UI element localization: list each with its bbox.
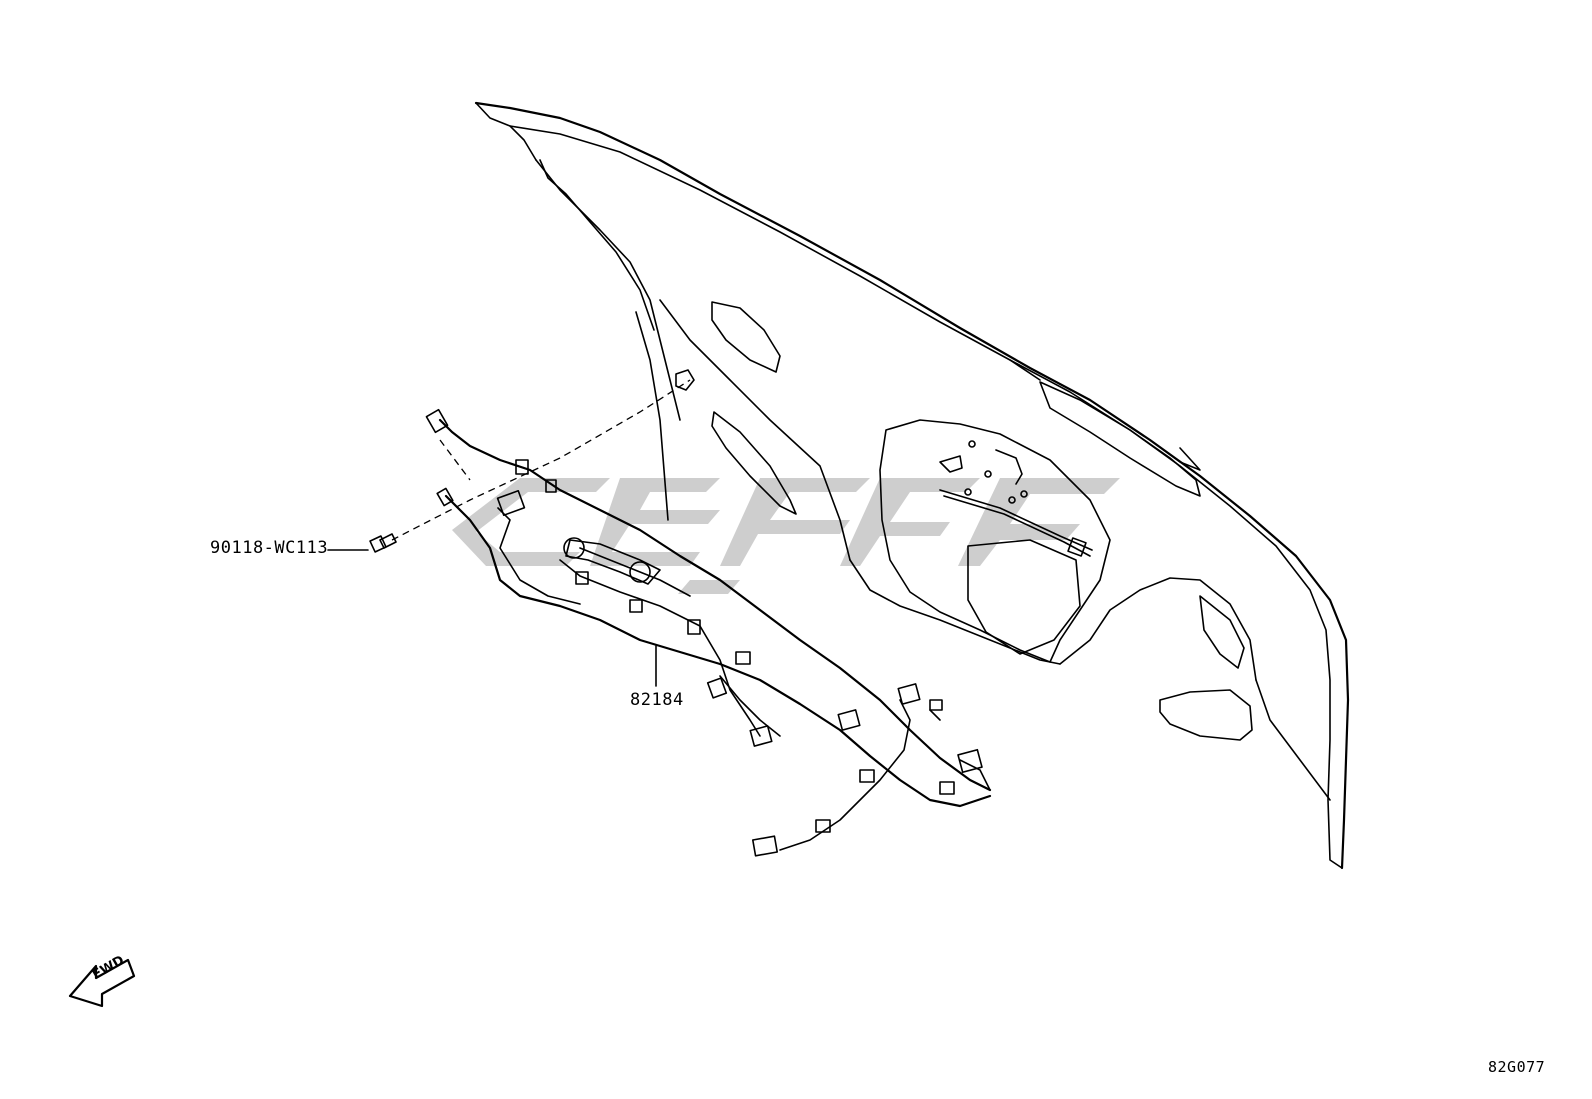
part-label-90118-wc113[interactable]: 90118-WC113: [210, 538, 329, 558]
fwd-arrow-icon: [68, 958, 136, 1008]
part-label-82184[interactable]: 82184: [630, 690, 684, 710]
bolt-graphic: [327, 533, 397, 553]
wire-harness-graphic: [425, 408, 992, 857]
leader-line-connector: [439, 439, 471, 481]
watermark-logo: [452, 478, 1120, 594]
dash-panel-outline: [474, 101, 1350, 870]
figure-id: 82G077: [1488, 1058, 1546, 1076]
leader-line-bolt: [391, 379, 691, 541]
